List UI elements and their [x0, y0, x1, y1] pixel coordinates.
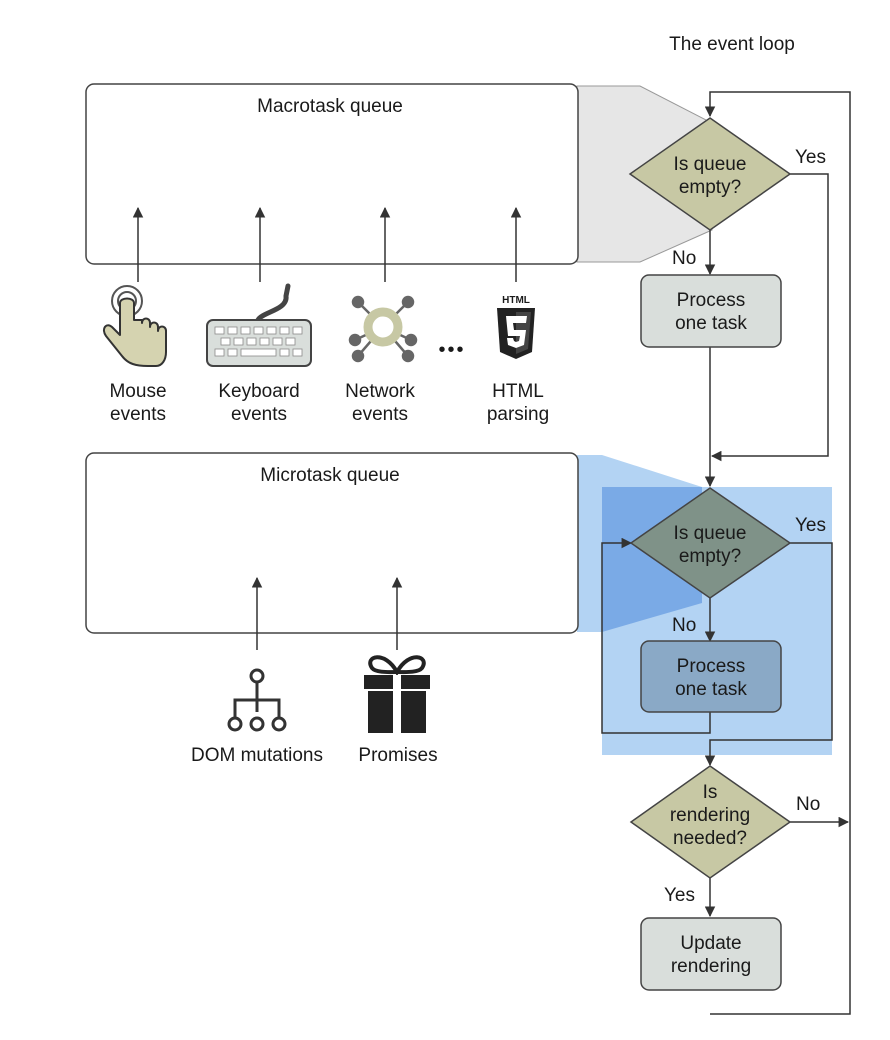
microtask-queue-label: Microtask queue [260, 465, 399, 486]
keyboard-icon [206, 283, 312, 367]
promises-label: Promises [358, 745, 437, 766]
macrotask-queue-box [85, 83, 579, 265]
rendering-yes-label: Yes [664, 885, 695, 906]
outer-loop-connector [704, 91, 851, 1015]
rendering-decision-line1: Is [703, 782, 718, 803]
micro-yes-connector [704, 542, 833, 767]
microtask-process-box [640, 640, 782, 713]
micro-loop-connector [601, 537, 711, 734]
microtask-process-line1: Process [677, 656, 746, 677]
mouse-events-label-line1: Mouse [109, 381, 166, 402]
update-rendering-line2: rendering [671, 956, 751, 977]
more-sources-ellipsis: ••• [438, 339, 465, 361]
microtask-decision-line2: empty? [679, 546, 741, 567]
keyboard-events-label-line1: Keyboard [218, 381, 299, 402]
rendering-no-label: No [796, 794, 820, 815]
rendering-decision-line2: rendering [670, 805, 750, 826]
macrotask-process-box [640, 274, 782, 348]
microtask-decision-line1: Is queue [674, 523, 747, 544]
update-rendering-line1: Update [680, 933, 741, 954]
microtask-empty-decision [629, 487, 792, 599]
pointing-hand-icon [102, 285, 167, 367]
keyboard-events-label-line2: events [231, 404, 287, 425]
microtask-process-line2: one task [675, 679, 747, 700]
microtask-queue-box [85, 452, 579, 634]
macrotask-yes-label: Yes [795, 147, 826, 168]
rendering-decision-line3: needed? [673, 828, 747, 849]
update-rendering-box [640, 917, 782, 991]
html5-icon: HTML [497, 295, 535, 359]
mouse-events-label-line2: events [110, 404, 166, 425]
dom-tree-icon [227, 668, 287, 732]
microtask-yes-label: Yes [795, 515, 826, 536]
dom-mutations-label: DOM mutations [191, 745, 323, 766]
network-events-label-line1: Network [345, 381, 415, 402]
macrotask-process-line1: Process [677, 290, 746, 311]
html-parsing-label-line2: parsing [487, 404, 549, 425]
macrotask-no-label: No [672, 248, 696, 269]
network-hub-icon [348, 295, 418, 363]
macrotask-decision-line1: Is queue [674, 154, 747, 175]
macrotask-decision-line2: empty? [679, 177, 741, 198]
microtask-no-label: No [672, 615, 696, 636]
svg-text:HTML: HTML [502, 295, 530, 306]
rendering-needed-decision [629, 765, 792, 879]
gift-box-icon [364, 655, 430, 733]
macro-yes-connector [710, 173, 829, 462]
macrotask-queue-label: Macrotask queue [257, 96, 403, 117]
network-events-label-line2: events [352, 404, 408, 425]
macrotask-process-line2: one task [675, 313, 747, 334]
html-parsing-label-line1: HTML [492, 381, 544, 402]
macrotask-empty-decision [628, 117, 792, 231]
diagram-title: The event loop [669, 34, 795, 55]
